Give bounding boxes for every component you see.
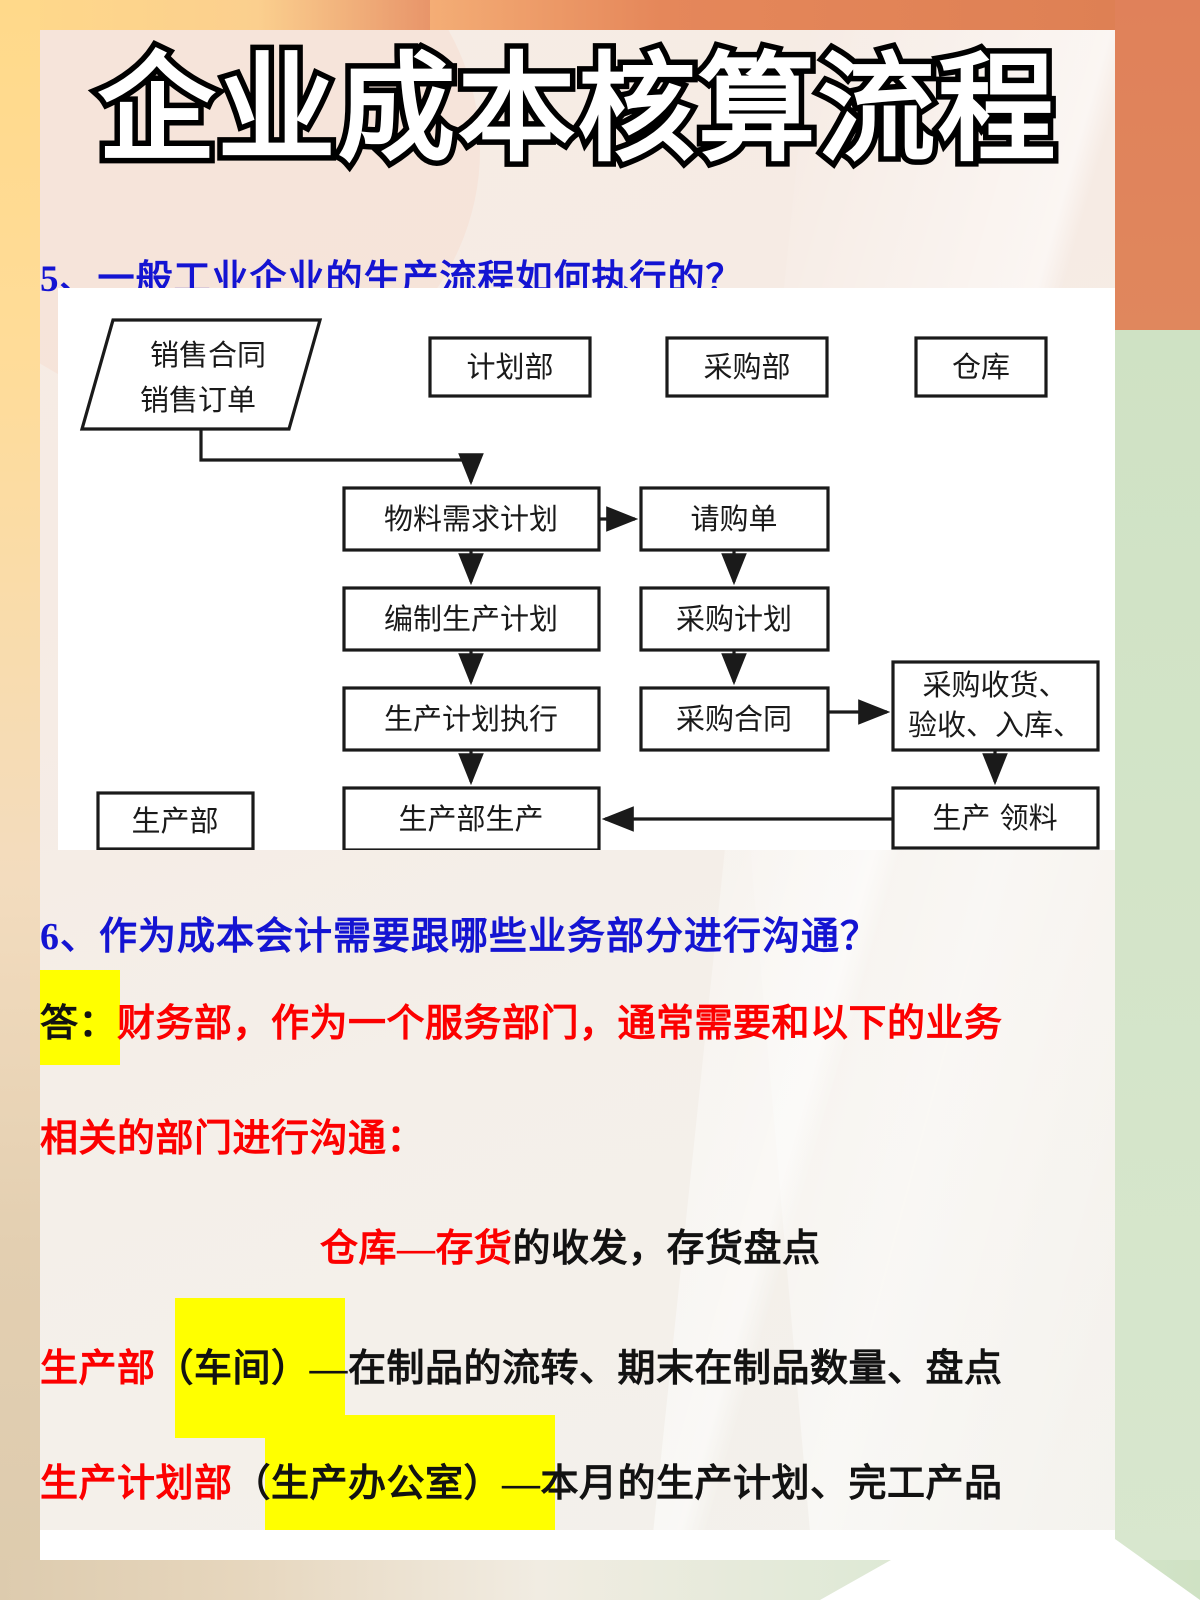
answer-line-4-dept: 生产部 — [40, 1348, 156, 1390]
answer-line-2: 相关的部门进行沟通： — [40, 1120, 425, 1158]
highlight-answer-label — [40, 970, 120, 1065]
node-produce-box — [342, 786, 601, 850]
frame-left-band — [0, 0, 40, 1600]
node-purchase-dept-box — [665, 336, 829, 398]
answer-line-5: 生产计划部（生产办公室）—本月的生产计划、完工产品 — [40, 1465, 1003, 1503]
highlight-workshop — [175, 1298, 345, 1438]
node-plan-dept-box — [428, 336, 592, 398]
label-sales-line1: 销售合同 — [150, 338, 266, 372]
answer-line-5-dept: 生产计划部 — [40, 1463, 233, 1505]
node-warehouse-box — [914, 336, 1048, 398]
label-exec-plan: 生产计划执行 — [384, 702, 558, 736]
answer-label: 答： — [40, 1003, 118, 1045]
label-make-plan: 编制生产计划 — [384, 602, 558, 636]
label-purchase-contract: 采购合同 — [676, 702, 792, 736]
flowchart-svg: 销售合同 销售订单 计划部 采购部 仓库 物料需求计划 请购单 编制生产计划 采… — [79, 318, 1100, 850]
answer-line-2-text: 相关的部门进行沟通： — [40, 1118, 426, 1160]
flowchart-labels: 销售合同 销售订单 计划部 采购部 仓库 物料需求计划 请购单 编制生产计划 采… — [131, 338, 1082, 838]
frame-right-orange-band — [1115, 0, 1200, 330]
answer-line-4: 生产部（车间）—在制品的流转、期末在制品数量、盘点 — [40, 1350, 1003, 1388]
label-purchase-plan: 采购计划 — [676, 602, 792, 636]
answer-line-1-text: 财务部，作为一个服务部门，通常需要和以下的业务 — [117, 1003, 1003, 1045]
answer-line-3-warehouse: 仓库—存货 — [320, 1228, 513, 1270]
answer-line-4-workshop: （车间） — [155, 1348, 310, 1390]
label-receiving-line1: 采购收货、 — [922, 668, 1067, 702]
answer-line-3-rest: 的收发，存货盘点 — [512, 1228, 821, 1270]
node-purchase-contract-box — [639, 686, 830, 752]
answer-line-3: 仓库—存货的收发，存货盘点 — [320, 1230, 821, 1268]
label-receiving-line2: 验收、入库、 — [908, 708, 1082, 742]
frame-right-green-band — [1115, 330, 1200, 1600]
highlight-production-office — [265, 1415, 555, 1530]
label-production-dept: 生产部 — [131, 804, 218, 838]
answer-line-5-rest: —本月的生产计划、完工产品 — [502, 1463, 1003, 1505]
answer-line-1: 答：财务部，作为一个服务部门，通常需要和以下的业务 — [40, 1005, 1003, 1043]
node-sales-shape — [79, 318, 323, 431]
label-sales-line2: 销售订单 — [140, 383, 256, 417]
frame-top-gradient — [0, 0, 430, 30]
page-title: 企业成本核算流程 — [92, 36, 1061, 182]
label-plan-dept: 计划部 — [466, 350, 553, 384]
label-mrp: 物料需求计划 — [384, 502, 558, 536]
page-content: 企业成本核算流程 5、一般工业企业的生产流程如何执行的？ — [40, 30, 1115, 1530]
question-6-heading: 6、作为成本会计需要跟哪些业务部分进行沟通？ — [40, 916, 880, 958]
label-produce: 生产部生产 — [398, 802, 543, 836]
node-production-dept-box — [96, 791, 255, 850]
answer-line-4-rest: —在制品的流转、期末在制品数量、盘点 — [309, 1348, 1003, 1390]
answer-line-5-office: （生产办公室） — [232, 1463, 503, 1505]
production-flowchart-panel: 销售合同 销售订单 计划部 采购部 仓库 物料需求计划 请购单 编制生产计划 采… — [58, 288, 1115, 850]
label-purchase-dept: 采购部 — [703, 350, 790, 384]
label-warehouse: 仓库 — [952, 350, 1010, 384]
label-picking: 生产 领料 — [932, 801, 1057, 835]
edge-sales-to-mrp — [199, 429, 484, 486]
label-requisition: 请购单 — [690, 502, 777, 536]
